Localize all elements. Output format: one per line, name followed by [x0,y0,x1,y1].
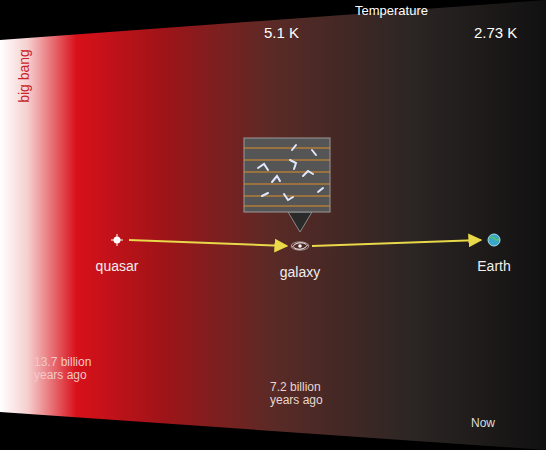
location-node: Earth [477,230,510,274]
text-label: 7.2 billion years ago [270,381,332,406]
era-label-vertical: big bang [16,49,32,103]
gas-cloud-inset [244,138,330,232]
light-ray [129,240,287,246]
galaxy-symbol [290,236,310,256]
location-label: Earth [477,258,510,274]
text-label: 5.1 K [264,24,299,41]
location-node: galaxy [280,236,320,280]
text-label: 2.73 K [474,24,517,41]
location-node: quasar [96,230,139,274]
text-label: Temperature [355,3,428,18]
text-label: Now [471,416,495,430]
quasar-symbol [107,230,127,250]
location-label: galaxy [280,264,320,280]
light-ray [312,240,481,246]
location-label: quasar [96,258,139,274]
earth-symbol [484,230,504,250]
text-label: 13.7 billion years ago [34,356,118,381]
